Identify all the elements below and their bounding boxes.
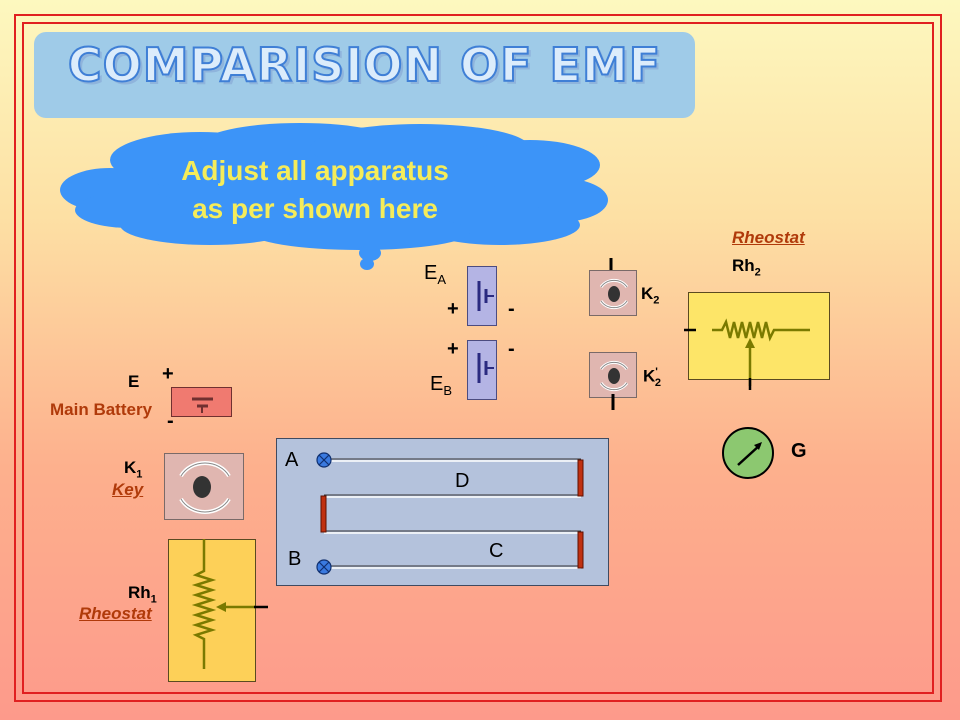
rheostat1-label: Rh1 xyxy=(128,583,157,606)
galvanometer[interactable] xyxy=(722,427,774,479)
cell-b-minus: - xyxy=(508,338,515,360)
galvanometer-needle-icon xyxy=(737,442,762,466)
cell-a-label: EA xyxy=(424,262,447,287)
cell-b-plus: + xyxy=(447,338,459,360)
rheostat2[interactable] xyxy=(688,292,830,380)
main-battery-caption: Main Battery xyxy=(50,400,153,419)
rheostat1-caption: Rheostat xyxy=(79,604,152,623)
cell-a-plus: + xyxy=(447,298,459,320)
main-battery xyxy=(171,387,232,417)
inner-border xyxy=(22,22,934,694)
title-banner xyxy=(34,32,695,118)
cell-a-minus: - xyxy=(508,298,515,320)
key1-label: K1 xyxy=(124,458,143,481)
rheostat1-symbol xyxy=(191,539,268,669)
cell-b-label: EB xyxy=(430,373,453,398)
terminal-b-label: B xyxy=(288,548,302,570)
outer-border xyxy=(14,14,942,702)
potentiometer-board xyxy=(276,438,609,586)
main-battery-symbol xyxy=(192,397,213,413)
key1-symbol xyxy=(179,460,231,515)
terminal-a-label: A xyxy=(285,449,299,471)
rheostat2-label: Rh2 xyxy=(732,256,761,279)
rheostat2-symbol xyxy=(684,318,810,390)
key2-symbol xyxy=(599,278,629,310)
cell-a-symbol xyxy=(477,281,494,311)
key1-caption: Key xyxy=(112,480,144,499)
point-d-label: D xyxy=(455,470,470,492)
key2-prime-plug-key[interactable] xyxy=(589,352,637,398)
main-battery-label: E xyxy=(128,372,140,391)
cell-b xyxy=(467,340,497,400)
cell-b-symbol xyxy=(477,353,494,383)
point-c-label: C xyxy=(489,540,504,562)
main-battery-minus: - xyxy=(167,410,174,432)
potentiometer-wire xyxy=(316,452,584,575)
callout-line-2: as per shown here xyxy=(192,193,438,224)
key2-prime-lead xyxy=(611,394,615,410)
callout-text: Adjust all apparatus as per shown here xyxy=(130,152,500,228)
main-battery-plus: + xyxy=(162,363,174,385)
key2-prime-label: K'2 xyxy=(643,366,662,390)
terminal-a-icon xyxy=(316,452,332,468)
rheostat2-caption: Rheostat xyxy=(732,228,805,247)
page-title: COMPARISION OF EMF xyxy=(67,37,662,93)
cell-a xyxy=(467,266,497,326)
key2-prime-symbol xyxy=(599,360,629,392)
galvanometer-label: G xyxy=(791,440,807,462)
terminal-b-icon xyxy=(316,559,332,575)
key1-plug-key[interactable] xyxy=(164,453,244,520)
key2-label: K2 xyxy=(641,284,660,307)
key2-plug-key[interactable] xyxy=(589,270,637,316)
callout-line-1: Adjust all apparatus xyxy=(181,155,449,186)
